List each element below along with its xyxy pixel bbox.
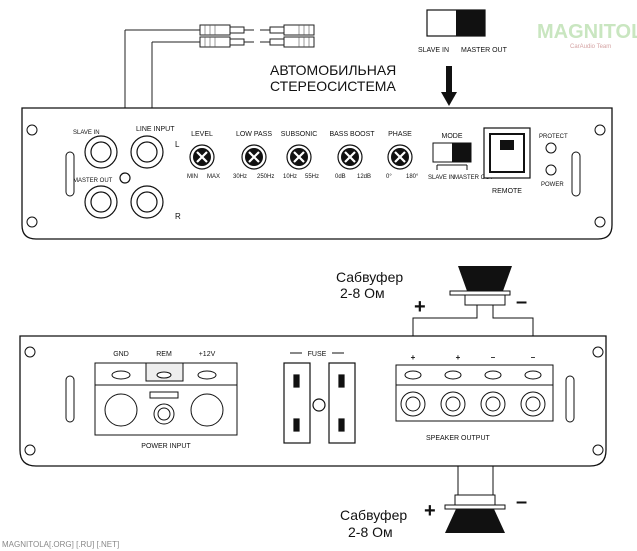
sub-bottom-minus: – [516, 491, 527, 513]
sub-top-title: Сабвуфер [336, 269, 403, 285]
speaker-pol-1: + [411, 353, 416, 362]
speaker-terminal-block[interactable] [395, 364, 554, 422]
stereo-label-line1: АВТОМОБИЛЬНАЯ [270, 62, 396, 78]
slave-in-label: SLAVE IN [73, 130, 100, 136]
knob-lowpass-max: 250Hz [257, 174, 274, 180]
knob-lowpass-min: 30Hz [233, 174, 247, 180]
protect-led-icon [545, 142, 557, 154]
rca-jacks [84, 135, 164, 219]
v12-label: +12V [199, 351, 216, 358]
knob-level-max: MAX [207, 174, 220, 180]
speaker-output-label: SPEAKER OUTPUT [426, 435, 491, 442]
speaker-pol-4: – [531, 353, 536, 362]
knob-bassboost-label: BASS BOOST [329, 131, 375, 138]
switch-master-label: MASTER OUT [461, 47, 508, 54]
power-terminal-block[interactable] [94, 362, 238, 436]
lowpass-knob[interactable] [240, 143, 268, 171]
subwoofer-top: Сабвуфер 2-8 Ом + – [336, 266, 527, 318]
switch-slave-label: SLAVE IN [418, 47, 449, 54]
right-channel-label: R [175, 212, 181, 221]
power-label: POWER [541, 182, 564, 188]
stereo-label-line2: СТЕРЕОСИСТЕМА [270, 78, 396, 94]
phase-knob[interactable] [386, 143, 414, 171]
knob-level-min: MIN [187, 174, 198, 180]
fuse-holders[interactable] [283, 362, 356, 444]
remote-label: REMOTE [492, 188, 522, 195]
sub-bottom-title: Сабвуфер [340, 507, 407, 523]
mode-master-label: MASTER OUT [454, 175, 494, 181]
rem-label: REM [156, 351, 172, 358]
mode-switch[interactable] [432, 142, 472, 170]
line-input-label: LINE INPUT [136, 126, 175, 133]
watermark-subtitle: CarAudio Team [570, 44, 611, 50]
mode-label: MODE [442, 133, 463, 140]
sub-top-minus: – [516, 291, 527, 313]
mode-switch-callout: SLAVE IN MASTER OUT [418, 9, 508, 106]
rca-cables [124, 24, 315, 180]
mode-slave-label: SLAVE IN [428, 175, 455, 181]
knob-level-label: LEVEL [191, 131, 213, 138]
subwoofer-bottom: Сабвуфер 2-8 Ом + – [340, 491, 527, 540]
knob-phase-max: 180° [406, 174, 419, 180]
watermark-footer: MAGNITOLA[.ORG] [.RU] [.NET] [2, 540, 119, 549]
sub-top-ohm: 2-8 Ом [340, 285, 385, 301]
power-led-icon [545, 164, 557, 176]
knob-subsonic-max: 55Hz [305, 174, 319, 180]
master-out-label: MASTER OUT [73, 178, 113, 184]
sub-bottom-ohm: 2-8 Ом [348, 524, 393, 540]
knob-phase-label: PHASE [388, 131, 412, 138]
speaker-pol-2: + [456, 353, 461, 362]
watermark-logo: MAGNITOLA [537, 21, 637, 43]
knob-phase-min: 0° [386, 174, 392, 180]
knob-lowpass-label: LOW PASS [236, 131, 272, 138]
level-knob[interactable] [188, 143, 216, 171]
arrow-down-icon [441, 92, 457, 106]
fuse-label: FUSE [308, 351, 327, 358]
sub-bottom-plus: + [424, 500, 436, 522]
knob-bassboost-min: 0dB [335, 174, 346, 180]
knob-bassboost-max: 12dB [357, 174, 371, 180]
left-channel-label: L [175, 140, 180, 149]
knob-subsonic-min: 10Hz [283, 174, 297, 180]
remote-port[interactable] [483, 127, 531, 179]
amplifier-front-panel: SLAVE IN MASTER OUT LINE INPUT L R LEVEL… [21, 107, 613, 240]
subsonic-knob[interactable] [285, 143, 313, 171]
sub-top-plus: + [414, 296, 426, 318]
protect-label: PROTECT [539, 134, 568, 140]
speaker-pol-3: – [491, 353, 496, 362]
power-input-label: POWER INPUT [141, 443, 191, 450]
amplifier-rear-panel: GND REM +12V POWER INPUT FUSE [19, 335, 607, 467]
bassboost-knob[interactable] [336, 143, 364, 171]
knob-subsonic-label: SUBSONIC [281, 131, 318, 138]
gnd-label: GND [113, 351, 129, 358]
